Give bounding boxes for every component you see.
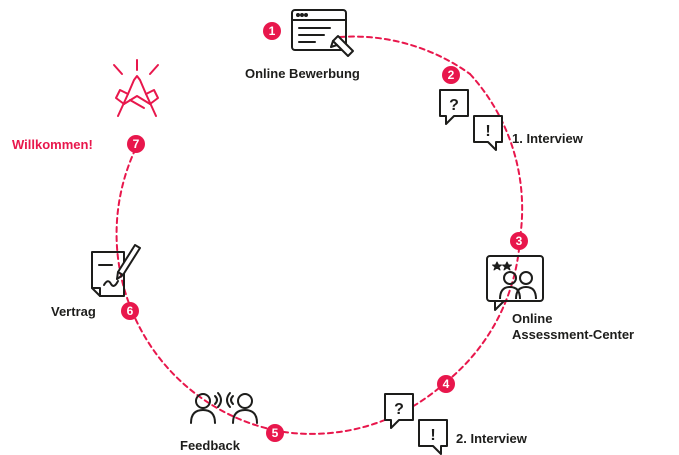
step-1-label: Online Bewerbung [245,66,360,81]
step-3-label-line2: Assessment-Center [512,327,635,342]
step-5-number-badge: 5 [266,424,284,442]
step-2-label: 1. Interview [512,131,583,146]
step-3-label-line1: Online [512,311,553,326]
question-exclamation-chat-icon [439,89,503,151]
step-2-number-badge: 2 [442,66,460,84]
step-3-number-badge: 3 [510,232,528,250]
video-conference-icon [486,255,544,311]
question-mark-glyph: ? [394,401,404,418]
question-exclamation-chat-icon [384,393,448,455]
step-6-label: Vertrag [51,304,96,319]
step-1-number-badge: 1 [263,22,281,40]
step-4-label: 2. Interview [456,431,527,446]
step-7-label: Willkommen! [12,137,93,152]
browser-form-icon [291,9,354,57]
two-people-talking-icon [190,392,258,424]
exclamation-mark-glyph: ! [485,123,490,140]
exclamation-mark-glyph: ! [430,427,435,444]
question-mark-glyph: ? [449,97,459,114]
step-5-label: Feedback [180,438,240,453]
contract-signing-icon [91,244,141,297]
step-6-number-badge: 6 [121,302,139,320]
step-4-number-badge: 4 [437,375,455,393]
step-7-number-badge: 7 [127,135,145,153]
handshake-celebration-icon [113,59,159,117]
